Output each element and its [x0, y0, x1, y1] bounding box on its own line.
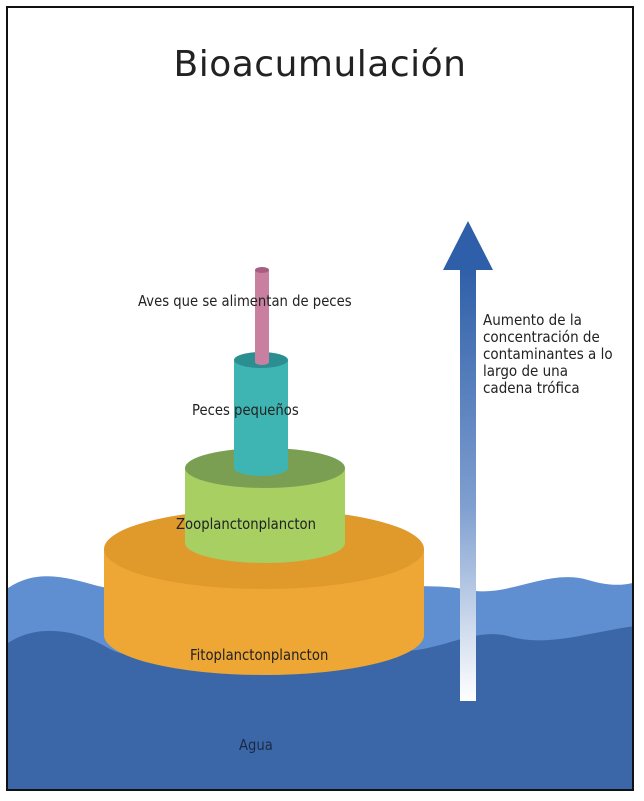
arrow-note-line: cadena trófica: [483, 379, 580, 397]
bioaccumulation-graphic: [8, 221, 632, 789]
diagram-frame: Bioacumulación Aves que se alimentan de …: [6, 6, 634, 791]
arrow-note-line: Aumento de la: [483, 311, 582, 329]
aves-cylinder-side: [255, 270, 269, 365]
arrow-note-line: contaminantes a lo: [483, 345, 613, 363]
concentration-arrow-shaft: [460, 268, 476, 701]
label-peces: Peces pequeños: [192, 401, 299, 419]
zooplancton-disc-side: [185, 468, 345, 563]
concentration-arrow-head: [443, 221, 493, 270]
diagram-title: Bioacumulación: [173, 44, 467, 85]
arrow-note-line: largo de una: [483, 362, 569, 380]
label-agua: Agua: [239, 736, 273, 754]
aves-cylinder-top: [255, 267, 269, 273]
label-fitoplancton: Fitoplanctonplancton: [190, 646, 329, 664]
peces-cylinder-side: [234, 360, 288, 476]
label-zooplancton: Zooplanctonplancton: [176, 515, 316, 533]
arrow-note-line: concentración de: [483, 328, 600, 346]
arrow-annotation: Aumento de la concentración de contamina…: [483, 312, 627, 397]
label-aves: Aves que se alimentan de peces: [138, 292, 352, 310]
